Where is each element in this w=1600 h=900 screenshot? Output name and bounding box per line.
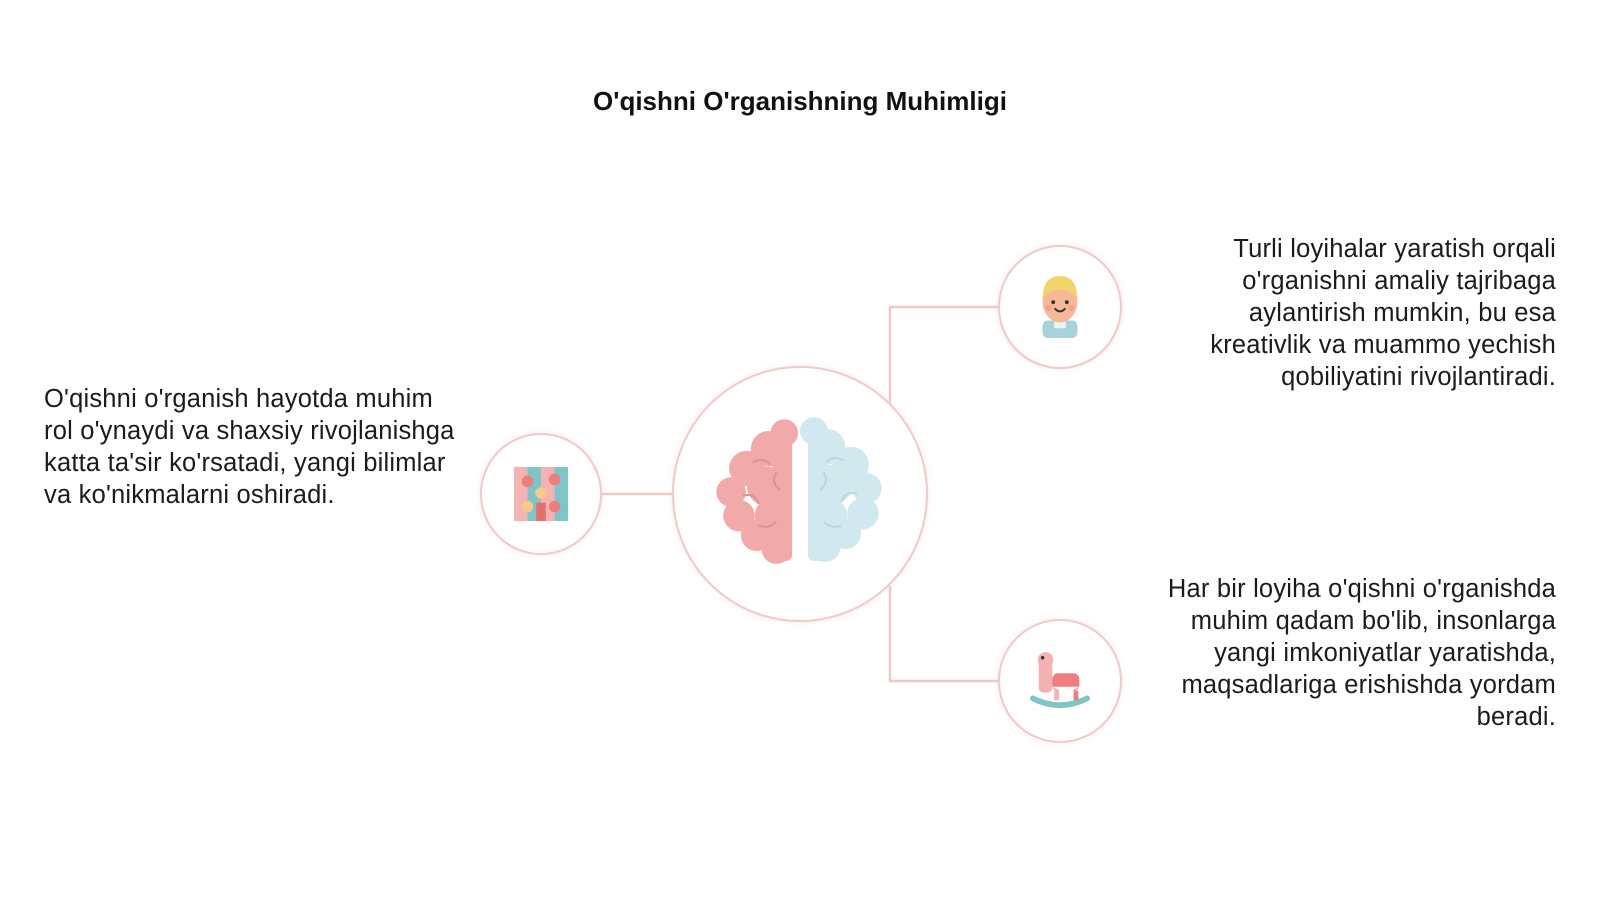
center-node (672, 366, 928, 622)
connector-bottom (888, 586, 998, 683)
node-top-text: Turli loyihalar yaratish orqali o'rganis… (1210, 235, 1556, 391)
node-left (480, 433, 602, 555)
rocking-horse-icon (1030, 651, 1090, 709)
connector-top (888, 305, 998, 404)
page-title: O'qishni O'rganishning Muhimligi (593, 86, 1007, 116)
node-bottom-text: Har bir loyiha o'qishni o'rganishda muhi… (1167, 575, 1556, 731)
puzzle-icon (513, 466, 569, 522)
node-top (998, 245, 1122, 369)
node-left-text: O'qishni o'rganish hayotda muhim rol o'y… (44, 385, 455, 509)
child-face-icon (1042, 276, 1078, 338)
brain-icon (716, 417, 882, 564)
node-bottom (998, 619, 1122, 743)
